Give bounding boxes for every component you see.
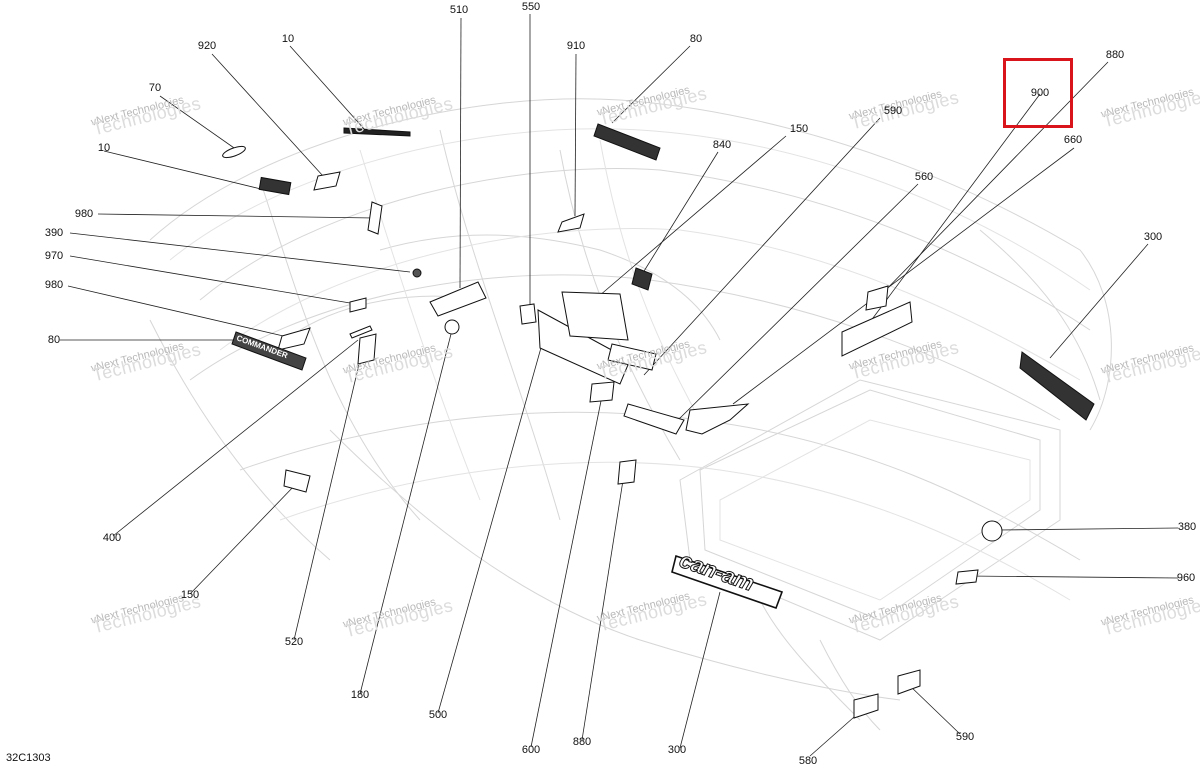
callout-510[interactable]: 510: [449, 4, 469, 16]
part-10-top-decal: [343, 127, 411, 137]
part-900-decal: [865, 285, 889, 311]
callout-980[interactable]: 980: [44, 279, 64, 291]
part-150-left-decal: [283, 469, 311, 493]
part-520-decal: [357, 333, 377, 365]
callout-150[interactable]: 150: [180, 589, 200, 601]
callout-970[interactable]: 970: [44, 250, 64, 262]
callout-560[interactable]: 560: [914, 171, 934, 183]
callout-400[interactable]: 400: [102, 532, 122, 544]
callout-highlight-box: [1003, 58, 1073, 128]
part-80-top-decal: [593, 123, 661, 161]
callout-390[interactable]: 390: [44, 227, 64, 239]
callout-10[interactable]: 10: [281, 33, 295, 45]
part-600-decal: [589, 381, 615, 403]
callout-10[interactable]: 10: [97, 142, 111, 154]
callout-80[interactable]: 80: [47, 334, 61, 346]
part-150-decal: [561, 291, 629, 341]
callout-960[interactable]: 960: [1176, 572, 1196, 584]
part-300-canam-decal: [671, 554, 784, 610]
part-840-decal: [631, 267, 653, 291]
callout-920[interactable]: 920: [197, 40, 217, 52]
part-910-decal: [557, 213, 585, 233]
callout-660[interactable]: 660: [1063, 134, 1083, 146]
callout-500[interactable]: 500: [428, 709, 448, 721]
part-80-commander-decal: [231, 331, 307, 371]
callout-590[interactable]: 590: [955, 731, 975, 743]
callout-580[interactable]: 580: [798, 755, 818, 767]
callout-70[interactable]: 70: [148, 82, 162, 94]
part-180-decal: [444, 319, 460, 335]
part-500-decal: [537, 309, 631, 385]
part-550-decal: [519, 303, 537, 325]
callout-910[interactable]: 910: [566, 40, 586, 52]
callout-880[interactable]: 880: [572, 736, 592, 748]
callout-520[interactable]: 520: [284, 636, 304, 648]
part-980b-decal: [277, 327, 311, 351]
part-880-right-decal: [841, 301, 913, 357]
part-70-round-decal: [222, 145, 246, 159]
part-580-decal: [853, 693, 879, 719]
diagram-code: 32C1303: [6, 752, 51, 764]
part-660-decal: [685, 403, 750, 435]
part-590-decal: [897, 669, 921, 695]
callout-150[interactable]: 150: [789, 123, 809, 135]
callout-900[interactable]: 900: [1030, 87, 1050, 99]
part-510-decal: [429, 281, 487, 317]
callout-180[interactable]: 180: [350, 689, 370, 701]
part-590-top-decal: [607, 343, 657, 371]
part-960-decal: [955, 569, 979, 585]
callout-80[interactable]: 80: [689, 33, 703, 45]
part-10-decal: [258, 176, 292, 196]
callout-840[interactable]: 840: [712, 139, 732, 151]
callout-980[interactable]: 980: [74, 208, 94, 220]
decal-parts: [222, 123, 1095, 719]
leader-lines: [60, 14, 1179, 757]
callout-550[interactable]: 550: [521, 1, 541, 13]
part-560-decal: [623, 403, 685, 435]
callout-300[interactable]: 300: [667, 744, 687, 756]
callout-300[interactable]: 300: [1143, 231, 1163, 243]
part-390-decal: [412, 268, 422, 278]
part-880-decal: [617, 459, 637, 485]
part-380-decal: [981, 520, 1003, 542]
part-920-decal: [313, 171, 341, 191]
callout-590[interactable]: 590: [883, 105, 903, 117]
callout-380[interactable]: 380: [1177, 521, 1197, 533]
callout-880[interactable]: 880: [1105, 49, 1125, 61]
part-400-decal: [349, 325, 373, 339]
callout-600[interactable]: 600: [521, 744, 541, 756]
vehicle-wireframe: [149, 98, 1112, 731]
part-970-decal: [349, 297, 367, 313]
part-980-decal: [367, 201, 383, 235]
part-300-right-decal: [1019, 351, 1095, 421]
